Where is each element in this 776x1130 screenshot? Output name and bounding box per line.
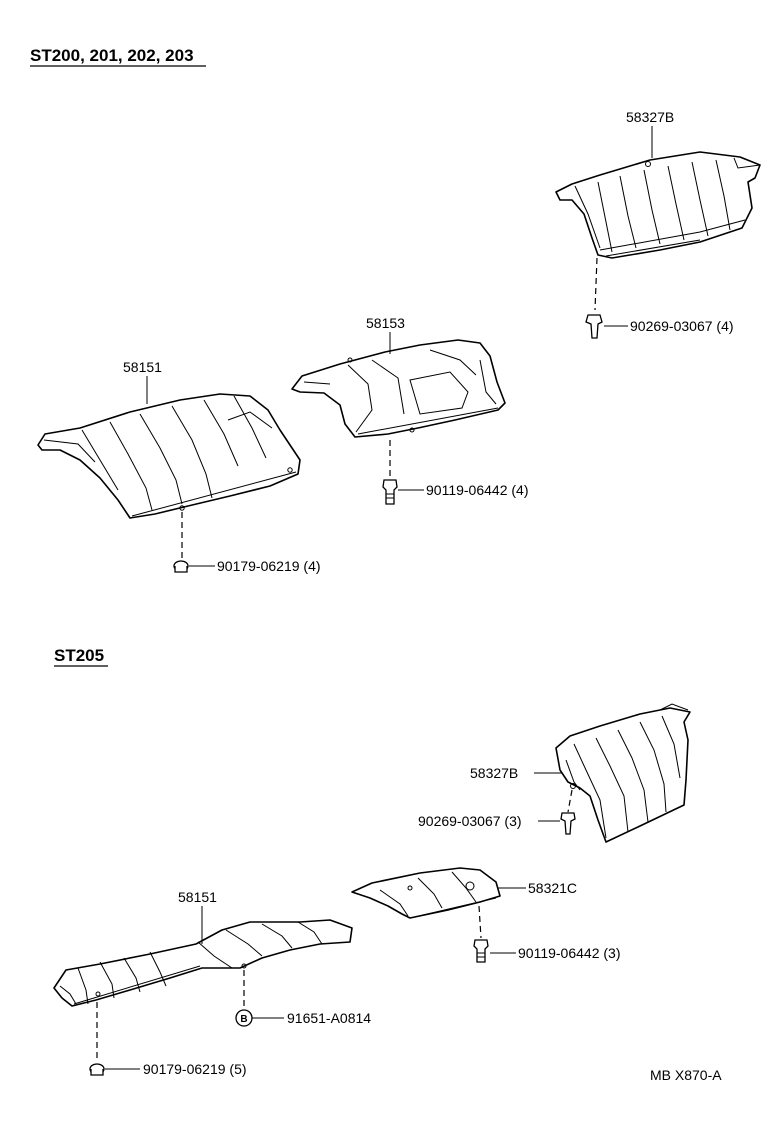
section-title-st200: ST200, 201, 202, 203 [30, 46, 194, 65]
part-label-90179-top: 90179-06219 (4) [217, 558, 321, 574]
dashed-line-clip-top [594, 257, 598, 311]
part-label-90119-bottom: 90119-06442 (3) [518, 945, 620, 961]
clip-icon-90269-bottom [560, 812, 576, 835]
part-label-58321c: 58321C [528, 880, 577, 896]
bolt-icon-90119-bottom [473, 939, 489, 963]
nut-icon-90179-bottom [89, 1063, 105, 1076]
part-label-90179-bottom: 90179-06219 (5) [143, 1061, 247, 1077]
heat-insulator-58327b-bottom [555, 703, 691, 843]
part-label-58151-top: 58151 [123, 359, 162, 375]
heat-insulator-58321c [351, 867, 501, 919]
clip-icon-90269-top [585, 314, 603, 339]
nut-icon-90179-top [173, 560, 189, 573]
b-symbol-letter: B [240, 1014, 247, 1025]
part-label-91651: 91651-A0814 [287, 1010, 371, 1026]
heat-insulator-58153 [291, 339, 506, 438]
heat-insulator-58151-top [37, 393, 301, 519]
part-label-58327b-top: 58327B [626, 109, 674, 125]
drawing-code: MB X870-A [650, 1067, 722, 1083]
part-label-58151-bottom: 58151 [178, 889, 217, 905]
heat-insulator-58327b-top [555, 151, 761, 259]
bolt-icon-90119-top [382, 479, 398, 505]
dashed-line-bolt-bottom [478, 905, 482, 939]
b-symbol-icon: B [235, 1009, 253, 1027]
part-label-58153: 58153 [366, 315, 405, 331]
part-label-90269-top: 90269-03067 (4) [630, 318, 734, 334]
part-label-58327b-bottom: 58327B [470, 765, 518, 781]
dashed-line-clip-bottom [567, 789, 573, 813]
section-title-st205: ST205 [54, 646, 104, 665]
part-label-90119-top: 90119-06442 (4) [426, 482, 528, 498]
part-label-90269-bottom: 90269-03067 (3) [418, 813, 522, 829]
heat-insulator-58151-bottom [53, 919, 353, 1007]
